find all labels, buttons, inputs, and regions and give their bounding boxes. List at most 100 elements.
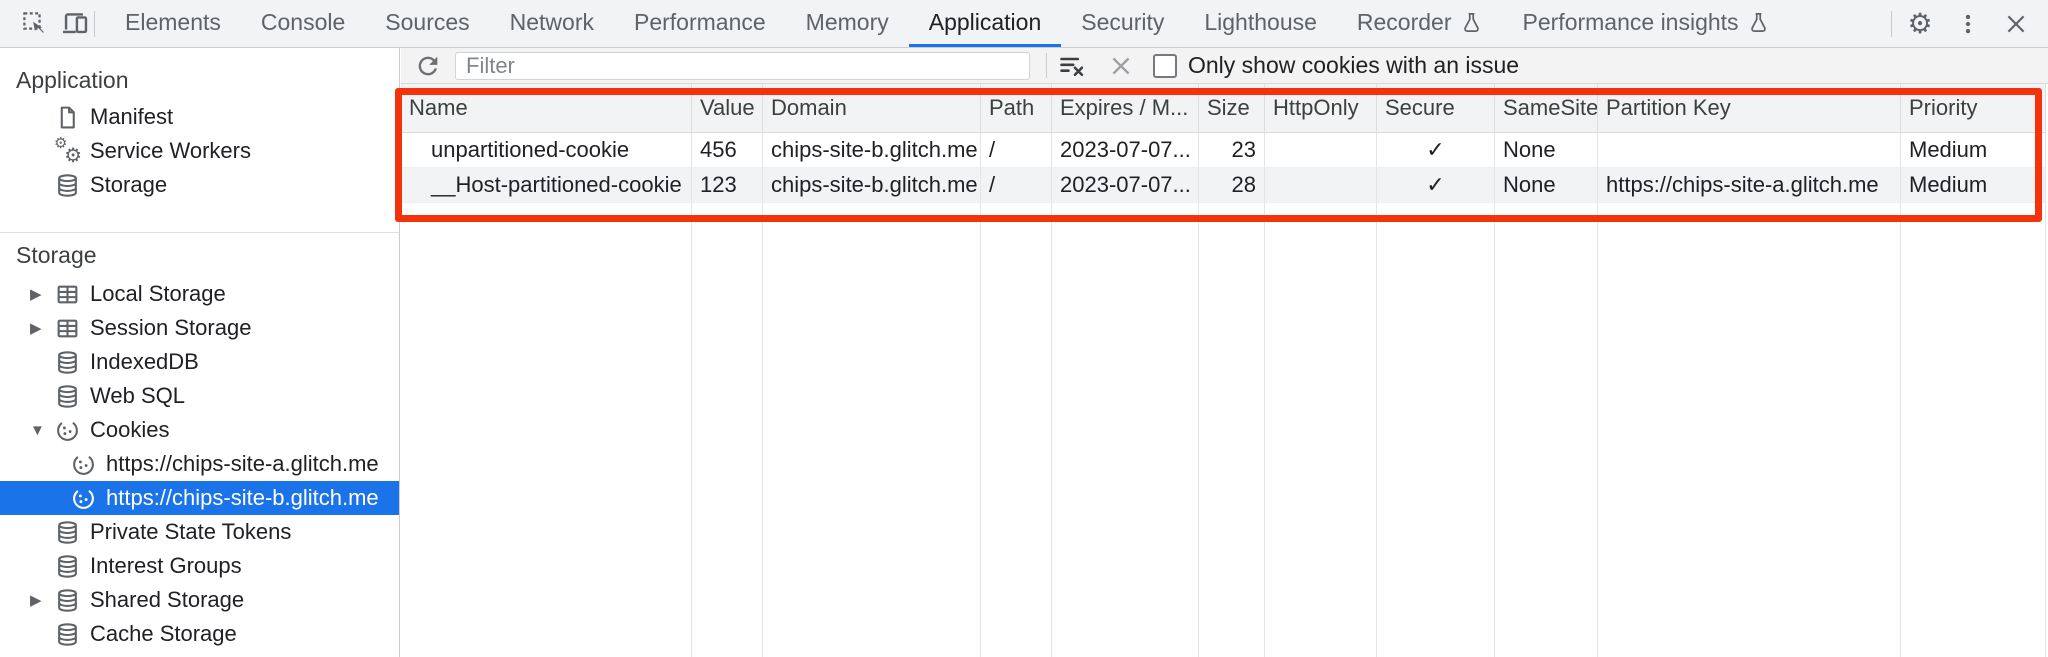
cell-samesite[interactable]: None xyxy=(1495,168,1598,203)
sidebar-item-manifest[interactable]: Manifest xyxy=(0,100,399,134)
cell-value[interactable]: 456 xyxy=(692,133,763,168)
cell-partition-key[interactable]: https://chips-site-a.glitch.me xyxy=(1598,168,1901,203)
table-filler-cell xyxy=(981,203,1052,657)
sidebar-item-interest-groups[interactable]: Interest Groups xyxy=(0,549,399,583)
sidebar-item-label: Shared Storage xyxy=(90,587,245,612)
tree-expander-icon[interactable]: ▼ xyxy=(30,421,45,439)
clear-filter-icon[interactable] xyxy=(1057,51,1087,81)
cell-domain[interactable]: chips-site-b.glitch.me xyxy=(763,168,981,203)
cookie-icon xyxy=(70,485,97,512)
sidebar-item-shared-storage[interactable]: ▶ Shared Storage xyxy=(0,583,399,617)
column-header-path[interactable]: Path xyxy=(981,84,1052,133)
toggle-device-toolbar-icon[interactable] xyxy=(54,4,94,44)
sidebar-item-session-storage[interactable]: ▶ Session Storage xyxy=(0,311,399,345)
settings-gear-icon[interactable]: ⚙ xyxy=(1907,7,1933,39)
cell-partition-key[interactable] xyxy=(1598,133,1901,168)
refresh-icon[interactable] xyxy=(413,51,443,81)
sidebar-item-web-sql[interactable]: Web SQL xyxy=(0,379,399,413)
cell-name[interactable]: __Host-partitioned-cookie xyxy=(401,168,692,203)
database-icon xyxy=(54,553,81,580)
sidebar-divider xyxy=(0,232,399,233)
table-icon xyxy=(54,281,81,308)
cell-secure-check-icon[interactable]: ✓ xyxy=(1377,133,1495,168)
tab-recorder[interactable]: Recorder xyxy=(1337,0,1503,47)
tab-performance-insights[interactable]: Performance insights xyxy=(1503,0,1790,47)
database-icon xyxy=(54,172,81,199)
tab-network[interactable]: Network xyxy=(509,8,594,35)
sidebar-item-label: https://chips-site-a.glitch.me xyxy=(106,451,379,476)
column-header-priority[interactable]: Priority xyxy=(1901,84,2046,133)
cell-size[interactable]: 28 xyxy=(1199,168,1265,203)
cell-name[interactable]: unpartitioned-cookie xyxy=(401,133,692,168)
column-header-size[interactable]: Size xyxy=(1199,84,1265,133)
cell-httponly[interactable] xyxy=(1265,133,1377,168)
cell-httponly[interactable] xyxy=(1265,168,1377,203)
table-filler-cell xyxy=(1377,203,1495,657)
database-icon xyxy=(54,349,81,376)
tabbar-right-icons: ⚙ xyxy=(1891,0,2048,47)
sidebar-item-service-workers[interactable]: ⚙⚙ Service Workers xyxy=(0,134,399,168)
sidebar-item-local-storage[interactable]: ▶ Local Storage xyxy=(0,277,399,311)
kebab-menu-icon[interactable] xyxy=(1948,4,1988,44)
sidebar-item-indexeddb[interactable]: IndexedDB xyxy=(0,345,399,379)
cell-size[interactable]: 23 xyxy=(1199,133,1265,168)
close-icon[interactable] xyxy=(1996,4,2036,44)
cell-secure-check-icon[interactable]: ✓ xyxy=(1377,168,1495,203)
inspect-element-icon[interactable] xyxy=(14,4,54,44)
sidebar-item-label: Private State Tokens xyxy=(90,519,292,544)
only-show-issue-checkbox[interactable] xyxy=(1153,53,1177,78)
tab-sources[interactable]: Sources xyxy=(385,8,470,35)
cell-expires[interactable]: 2023-07-07... xyxy=(1052,133,1199,168)
cell-expires[interactable]: 2023-07-07... xyxy=(1052,168,1199,203)
application-sidebar: Application Manifest ⚙⚙ Service Workers xyxy=(0,48,400,657)
filter-input[interactable] xyxy=(455,51,1030,80)
tabbar-divider xyxy=(1891,10,1892,37)
database-icon xyxy=(54,621,81,648)
column-header-domain[interactable]: Domain xyxy=(763,84,981,133)
sidebar-item-cache-storage[interactable]: Cache Storage xyxy=(0,617,399,651)
cell-path[interactable]: / xyxy=(981,168,1052,203)
sidebar-item-storage[interactable]: Storage xyxy=(0,168,399,202)
tree-expander-icon[interactable]: ▶ xyxy=(30,592,42,609)
cell-samesite[interactable]: None xyxy=(1495,133,1598,168)
sidebar-item-cookies[interactable]: ▼ Cookies xyxy=(0,413,399,447)
delete-cookie-icon[interactable] xyxy=(1107,52,1135,80)
tab-lighthouse[interactable]: Lighthouse xyxy=(1204,8,1317,35)
sidebar-item-label: Local Storage xyxy=(90,281,226,306)
cell-priority[interactable]: Medium xyxy=(1901,133,2046,168)
column-header-expires[interactable]: Expires / M... xyxy=(1052,84,1199,133)
tab-memory[interactable]: Memory xyxy=(805,8,889,35)
column-header-httponly[interactable]: HttpOnly xyxy=(1265,84,1377,133)
cookies-table: Name Value Domain Path Expires / M... Si… xyxy=(401,84,2046,657)
table-filler-cell xyxy=(1598,203,1901,657)
sidebar-item-cookies-chips-site-a[interactable]: https://chips-site-a.glitch.me xyxy=(0,447,399,481)
column-header-value[interactable]: Value xyxy=(692,84,763,133)
tab-application[interactable]: Application xyxy=(908,0,1062,47)
sidebar-item-label: Manifest xyxy=(90,104,174,129)
tab-console[interactable]: Console xyxy=(260,8,346,35)
tab-performance[interactable]: Performance xyxy=(634,8,766,35)
table-filler-cell xyxy=(1901,203,2046,657)
column-header-partition-key[interactable]: Partition Key xyxy=(1598,84,1901,133)
sidebar-item-private-state-tokens[interactable]: Private State Tokens xyxy=(0,515,399,549)
column-header-name[interactable]: Name xyxy=(401,84,692,133)
column-header-secure[interactable]: Secure xyxy=(1377,84,1495,133)
cell-value[interactable]: 123 xyxy=(692,168,763,203)
sidebar-item-label: Session Storage xyxy=(90,315,252,340)
cell-path[interactable]: / xyxy=(981,133,1052,168)
column-header-samesite[interactable]: SameSite xyxy=(1495,84,1598,133)
cell-domain[interactable]: chips-site-b.glitch.me xyxy=(763,133,981,168)
tree-expander-icon[interactable]: ▶ xyxy=(30,286,42,303)
sidebar-item-cookies-chips-site-b[interactable]: https://chips-site-b.glitch.me xyxy=(0,481,399,515)
tab-security[interactable]: Security xyxy=(1081,8,1165,35)
sidebar-item-label: https://chips-site-b.glitch.me xyxy=(106,485,379,510)
sidebar-item-label: Web SQL xyxy=(90,383,185,408)
flask-icon xyxy=(1460,11,1483,34)
tree-expander-icon[interactable]: ▶ xyxy=(30,320,42,337)
tab-elements[interactable]: Elements xyxy=(125,8,221,35)
sidebar-item-label: Cache Storage xyxy=(90,621,237,646)
only-show-issue-label: Only show cookies with an issue xyxy=(1188,52,1520,78)
cell-priority[interactable]: Medium xyxy=(1901,168,2046,203)
sidebar-section-application: Application xyxy=(16,66,129,93)
